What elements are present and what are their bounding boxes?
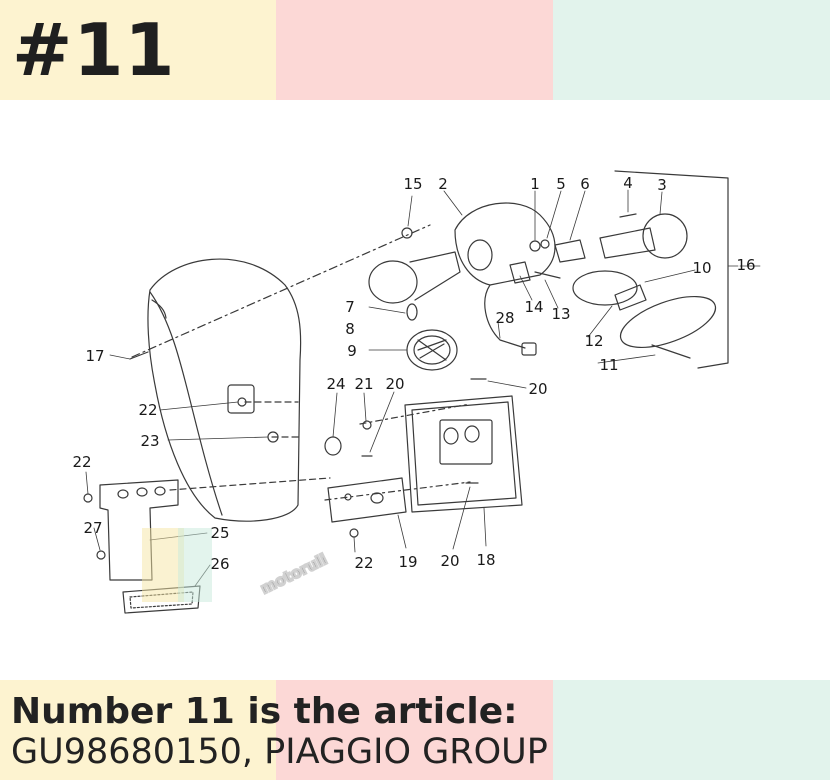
band-yellow [0, 0, 276, 100]
callout-2: 2 [438, 175, 448, 193]
callout-20c: 20 [440, 552, 459, 570]
page-title: #11 [12, 8, 176, 92]
callout-6: 6 [580, 175, 590, 193]
tail-light-housing [454, 202, 556, 286]
callout-5: 5 [556, 175, 566, 193]
caption-article-label: Number 11 is the article: [11, 691, 518, 732]
callout-25: 25 [210, 524, 229, 542]
turn-signal-right [642, 213, 688, 259]
callout-14: 14 [524, 298, 543, 316]
tail-lens-cover [619, 295, 717, 349]
callout-28: 28 [495, 309, 514, 327]
callout-7: 7 [345, 298, 355, 316]
callout-9: 9 [347, 342, 357, 360]
rear-fender [147, 258, 302, 522]
callout-4: 4 [623, 174, 633, 192]
callout-10: 10 [692, 259, 711, 277]
callout-1: 1 [530, 175, 540, 193]
mount-bracket [227, 384, 255, 414]
light-bracket [327, 477, 407, 523]
callout-22a: 22 [138, 401, 157, 419]
callout-19: 19 [398, 553, 417, 571]
callout-3: 3 [657, 176, 667, 194]
band-mint-footer [553, 680, 830, 780]
callout-24: 24 [326, 375, 345, 393]
callout-18: 18 [476, 551, 495, 569]
caption-article-code: GU98680150, PIAGGIO GROUP [11, 732, 548, 772]
band-yellow-footer [0, 680, 276, 780]
callout-12: 12 [584, 332, 603, 350]
callout-21: 21 [354, 375, 373, 393]
callout-8: 8 [345, 320, 355, 338]
callout-22c: 22 [354, 554, 373, 572]
band-pink [276, 0, 553, 100]
callout-20a: 20 [385, 375, 404, 393]
callout-11: 11 [599, 356, 618, 374]
callout-26: 26 [210, 555, 229, 573]
callout-27: 27 [83, 519, 102, 537]
watermark-text: motoruli [258, 550, 330, 598]
band-pink-footer [276, 680, 553, 780]
callout-22b: 22 [72, 453, 91, 471]
header-band [0, 0, 830, 100]
callout-23: 23 [140, 432, 159, 450]
turn-signal-left [368, 260, 418, 304]
callout-13: 13 [551, 305, 570, 323]
plate-holder [404, 395, 523, 513]
footer-band [0, 680, 830, 780]
callout-20b: 20 [528, 380, 547, 398]
callout-16: 16 [736, 256, 755, 274]
callout-15: 15 [403, 175, 422, 193]
callout-17: 17 [85, 347, 104, 365]
band-mint [553, 0, 830, 100]
exploded-parts-diagram: motoruli 1 2 3 4 5 6 7 8 9 10 11 12 13 1… [72, 170, 761, 614]
